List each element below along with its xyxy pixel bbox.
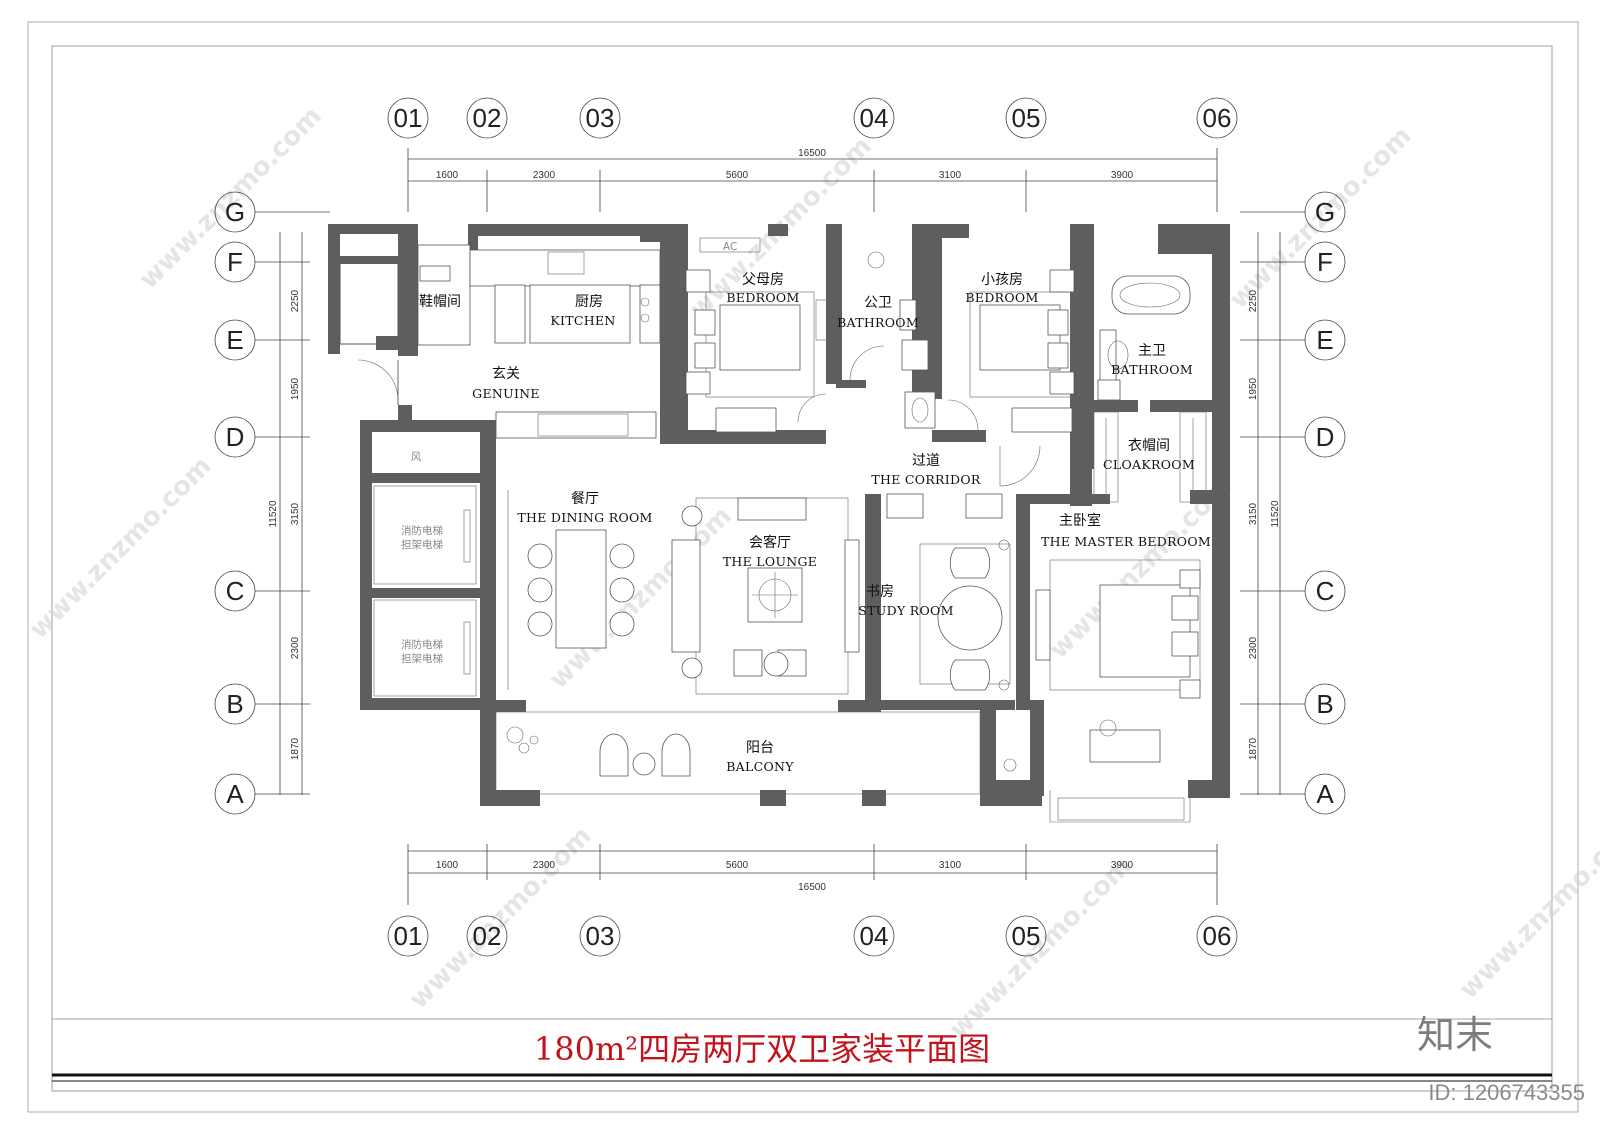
room-label-kitchen-cn: 厨房 — [575, 294, 603, 310]
grid-label: 03 — [586, 921, 615, 951]
room-label-kids-en: BEDROOM — [965, 290, 1038, 305]
grid-label: 03 — [586, 103, 615, 133]
dimension-segment: 2250 — [1248, 289, 1259, 312]
dimension-segment: 3100 — [939, 170, 962, 181]
room-label-master-bedroom-en: THE MASTER BEDROOM — [1041, 534, 1211, 549]
drawing-title: 180m²四房两厅双卫家装平面图 — [534, 1030, 990, 1068]
room-label-balcony-en: BALCONY — [726, 759, 794, 774]
grid-label: E — [226, 325, 243, 355]
room-label-balcony-cn: 阳台 — [746, 740, 774, 756]
dimension-total: 16500 — [798, 882, 826, 893]
grid-label: C — [1316, 576, 1335, 606]
grid-label: C — [226, 576, 245, 606]
dimension-segment: 2300 — [533, 860, 556, 871]
dimension-segment: 1950 — [290, 377, 301, 400]
air-shaft-label: 风 — [411, 451, 422, 463]
room-label-shoe-room: 鞋帽间 — [419, 294, 461, 310]
room-label-corridor-en: THE CORRIDOR — [871, 472, 980, 487]
image-id: ID: 1206743355 — [1428, 1080, 1585, 1105]
grid-axis-right: G F E D C B A 2250 1950 3150 2300 1870 1… — [1240, 191, 1346, 815]
znzmo-logo: 知末 — [1417, 1013, 1493, 1057]
dimension-segment: 1600 — [436, 170, 459, 181]
dimension-segment: 3150 — [1248, 502, 1259, 525]
room-label-master-bedroom-cn: 主卧室 — [1059, 512, 1101, 529]
dimension-total: 11520 — [1270, 500, 1281, 528]
watermark: www.znzmo.com — [404, 821, 598, 1015]
elevator-label-2: 担架电梯 — [401, 538, 443, 551]
watermarks: www.znzmo.com www.znzmo.com www.znzmo.co… — [24, 101, 1600, 1045]
grid-label: 04 — [860, 103, 889, 133]
dimension-segment: 2300 — [533, 170, 556, 181]
room-label-study-en: STUDY ROOM — [858, 603, 953, 618]
room-label-parents-en: BEDROOM — [726, 290, 799, 305]
dimension-segment: 3100 — [939, 860, 962, 871]
grid-label: F — [1317, 247, 1333, 277]
room-label-cloakroom-en: CLOAKROOM — [1103, 457, 1195, 472]
furniture: AC — [357, 237, 1207, 823]
dimension-segment: 1870 — [1248, 737, 1259, 760]
grid-label: 01 — [394, 103, 423, 133]
room-label-dining-en: THE DINING ROOM — [517, 510, 652, 525]
dimension-segment: 2300 — [290, 636, 301, 659]
grid-label: E — [1316, 325, 1333, 355]
grid-label: G — [225, 197, 245, 227]
dimension-segment: 3150 — [290, 502, 301, 525]
dimension-total: 11520 — [268, 500, 279, 528]
room-label-master-bath-cn: 主卫 — [1138, 343, 1166, 359]
dimension-segment: 1950 — [1248, 377, 1259, 400]
dimension-segment: 3900 — [1111, 170, 1134, 181]
watermark: www.znzmo.com — [944, 851, 1138, 1045]
grid-label: F — [227, 247, 243, 277]
room-label-entrance-cn: 玄关 — [492, 365, 520, 382]
grid-label: 05 — [1012, 103, 1041, 133]
elevator-label-2: 担架电梯 — [401, 652, 443, 665]
room-label-lounge-en: THE LOUNGE — [723, 554, 817, 569]
dimension-segment: 1870 — [290, 737, 301, 760]
room-label-public-bath-cn: 公卫 — [864, 295, 892, 311]
room-label-lounge-cn: 会客厅 — [749, 534, 791, 551]
ac-label: AC — [723, 241, 737, 253]
room-label-kitchen-en: KITCHEN — [550, 313, 615, 328]
room-label-master-bath-en: BATHROOM — [1111, 362, 1193, 377]
grid-label: 05 — [1012, 921, 1041, 951]
room-label-entrance-en: GENUINE — [472, 386, 540, 401]
grid-axis-left: G F E D C B A 2250 1950 3150 2300 1870 1… — [214, 191, 330, 815]
grid-label: A — [226, 779, 244, 809]
elevator-label-1: 消防电梯 — [401, 638, 443, 651]
room-label-public-bath-en: BATHROOM — [837, 315, 919, 330]
grid-label: 02 — [473, 921, 502, 951]
dimension-total: 16500 — [798, 148, 826, 159]
grid-label: 06 — [1203, 921, 1232, 951]
room-label-corridor-cn: 过道 — [912, 453, 940, 469]
logo-text: 知末 — [1417, 1013, 1493, 1057]
room-label-dining-cn: 餐厅 — [571, 491, 599, 507]
dimension-segment: 1600 — [436, 860, 459, 871]
grid-label: 02 — [473, 103, 502, 133]
grid-label: D — [226, 422, 245, 452]
dimension-segment: 2300 — [1248, 636, 1259, 659]
grid-label: B — [226, 689, 243, 719]
dimension-segment: 3900 — [1111, 860, 1134, 871]
room-label-parents-cn: 父母房 — [742, 272, 784, 288]
room-label-study-cn: 书房 — [866, 584, 894, 600]
room-label-kids-cn: 小孩房 — [981, 272, 1023, 288]
dimension-segment: 5600 — [726, 170, 749, 181]
grid-axis-bottom: 1600 2300 5600 3100 3900 16500 01 02 03 … — [387, 844, 1238, 957]
grid-label: G — [1315, 197, 1335, 227]
grid-label: 01 — [394, 921, 423, 951]
watermark: www.znzmo.com — [24, 451, 218, 645]
grid-label: 06 — [1203, 103, 1232, 133]
elevator-label-1: 消防电梯 — [401, 524, 443, 537]
grid-label: B — [1316, 689, 1333, 719]
grid-label: 04 — [860, 921, 889, 951]
sheet-frame — [27, 21, 1579, 1113]
grid-label: D — [1316, 422, 1335, 452]
room-labels: 鞋帽间 厨房 KITCHEN 玄关 GENUINE 父母房 BEDROOM 公卫… — [419, 272, 1211, 774]
dimension-segment: 5600 — [726, 860, 749, 871]
room-label-cloakroom-cn: 衣帽间 — [1128, 438, 1170, 454]
grid-label: A — [1316, 779, 1334, 809]
dimension-segment: 2250 — [290, 289, 301, 312]
grid-axis-top: 01 02 03 04 05 06 16500 1600 2300 5600 3… — [387, 97, 1238, 212]
